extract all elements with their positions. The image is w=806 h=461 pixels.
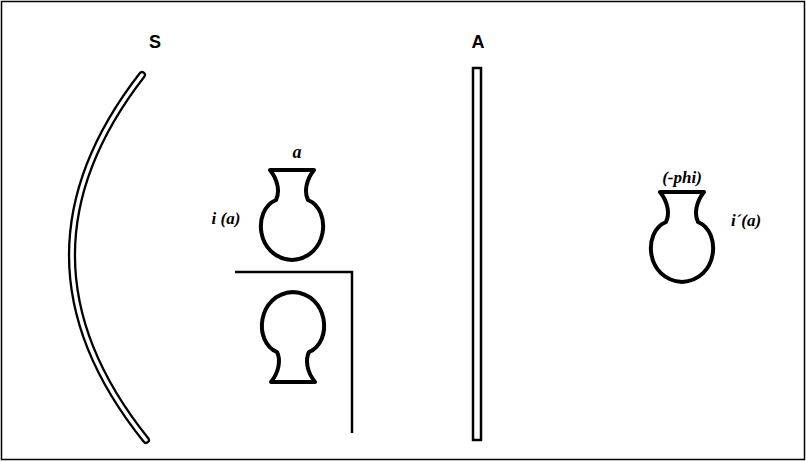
spherical-mirror-inner [72,75,146,440]
vase [261,170,323,260]
inverted-vase [262,292,324,382]
virtual-vase [651,192,713,282]
image-label: i (a) [212,210,241,227]
mirror-label: A [472,33,485,51]
spherical-mirror [72,75,146,440]
object-label: (-phi) [662,169,702,186]
box [235,272,352,433]
image-label: i´(a) [731,212,761,229]
plane-mirror [473,68,481,440]
object-label: a [293,143,302,161]
mirror-label: S [149,33,161,51]
